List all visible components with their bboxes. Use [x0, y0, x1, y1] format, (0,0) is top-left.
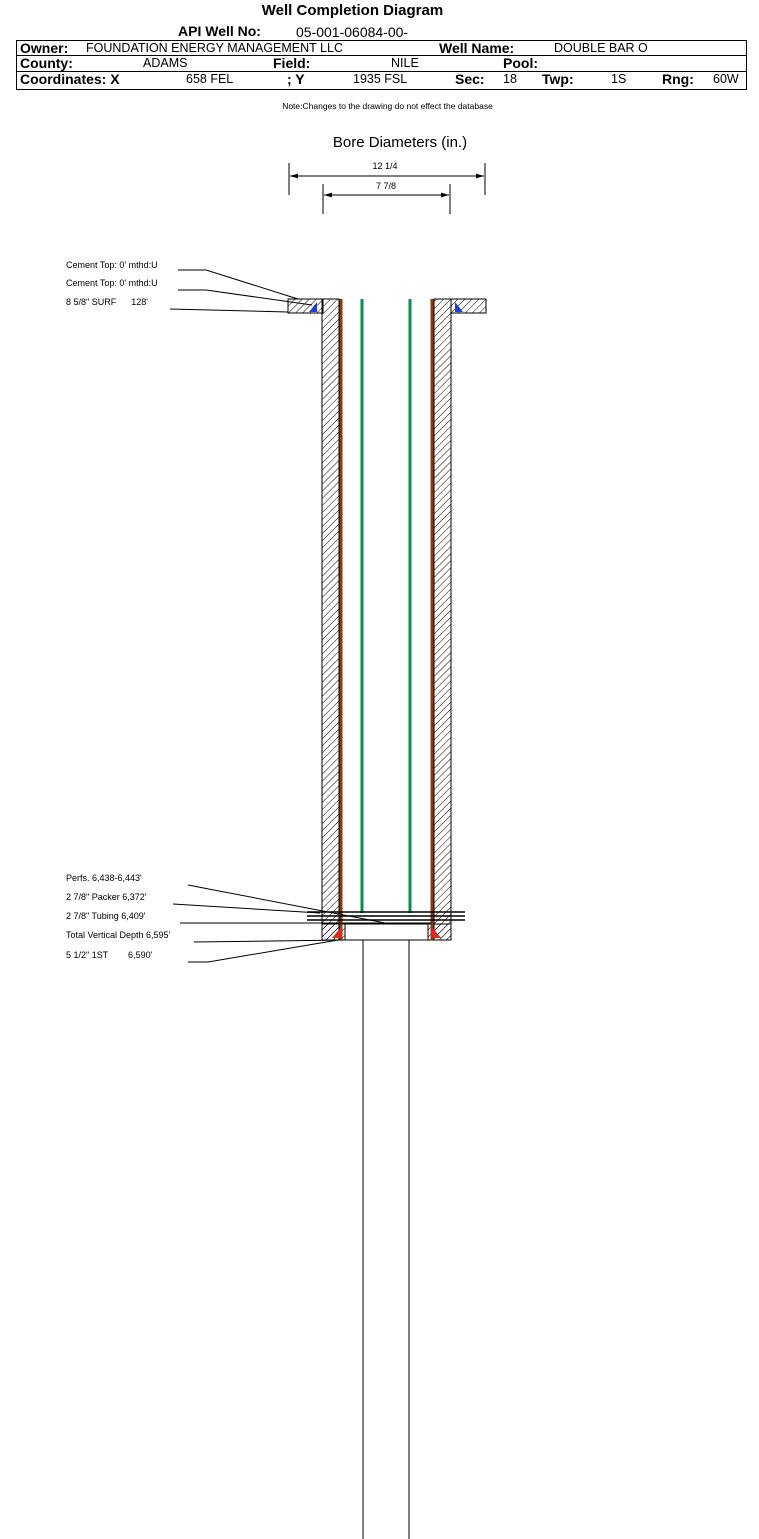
- bore-dimension-outer: 12 1/4: [288, 161, 486, 195]
- twp-value: 1S: [611, 72, 627, 86]
- well-name-label: Well Name:: [439, 40, 515, 56]
- perfs-label: Perfs. 6,438-6,443': [66, 873, 142, 883]
- tubing-string: [360, 299, 412, 913]
- pool-label: Pool:: [503, 55, 538, 71]
- owner-row: Owner: FOUNDATION ENERGY MANAGEMENT LLC …: [16, 40, 747, 56]
- sec-label: Sec:: [455, 71, 485, 87]
- database-note: Note:Changes to the drawing do not effec…: [282, 101, 493, 111]
- county-row: County: ADAMS Field: NILE Pool:: [16, 56, 747, 72]
- well-name-value: DOUBLE BAR O: [554, 41, 648, 55]
- coord-y-label: ; Y: [287, 71, 305, 87]
- api-label: API Well No:: [178, 23, 261, 39]
- production-casing-label: 5 1/2" 1ST 6,590': [66, 950, 153, 960]
- coord-y-value: 1935 FSL: [353, 72, 408, 86]
- cement-bottom-markers: [332, 926, 441, 938]
- field-label: Field:: [273, 55, 311, 71]
- open-hole: [362, 940, 410, 1539]
- packer-label: 2 7/8" Packer 6,372': [66, 892, 147, 902]
- rng-value: 60W: [713, 72, 739, 86]
- county-value: ADAMS: [143, 56, 188, 70]
- production-casing: [339, 299, 434, 940]
- coord-x-value: 658 FEL: [186, 72, 234, 86]
- bottom-annotations: Perfs. 6,438-6,443' 2 7/8" Packer 6,372'…: [66, 873, 386, 963]
- county-label: County:: [20, 55, 73, 71]
- surface-casing-label: 8 5/8" SURF 128': [66, 297, 148, 307]
- field-value: NILE: [391, 56, 419, 70]
- bore-outer-label: 12 1/4: [372, 161, 397, 171]
- owner-value: FOUNDATION ENERGY MANAGEMENT LLC: [86, 41, 343, 55]
- top-annotations: Cement Top: 0' mthd:U Cement Top: 0' mth…: [66, 260, 313, 313]
- owner-label: Owner:: [20, 40, 69, 56]
- twp-label: Twp:: [542, 71, 574, 87]
- api-value: 05-001-06084-00-: [296, 24, 409, 40]
- diagram-title: Well Completion Diagram: [261, 2, 444, 19]
- bore-diameters-title: Bore Diameters (in.): [332, 134, 468, 151]
- coord-x-label: Coordinates: X: [20, 71, 120, 87]
- wellbore-cement: [321, 298, 452, 941]
- cement-top-label-2: Cement Top: 0' mthd:U: [66, 278, 158, 288]
- sec-value: 18: [503, 72, 517, 86]
- tvd-label: Total Vertical Depth 6,595': [66, 930, 171, 940]
- rng-label: Rng:: [662, 71, 694, 87]
- tubing-label: 2 7/8" Tubing 6,409': [66, 911, 146, 921]
- bore-dimension-inner: 7 7/8: [322, 181, 451, 214]
- bore-inner-label: 7 7/8: [376, 181, 396, 191]
- cement-top-label-1: Cement Top: 0' mthd:U: [66, 260, 158, 270]
- coordinates-row: Coordinates: X 658 FEL ; Y 1935 FSL Sec:…: [16, 72, 747, 90]
- cement-top-markers: [309, 302, 463, 312]
